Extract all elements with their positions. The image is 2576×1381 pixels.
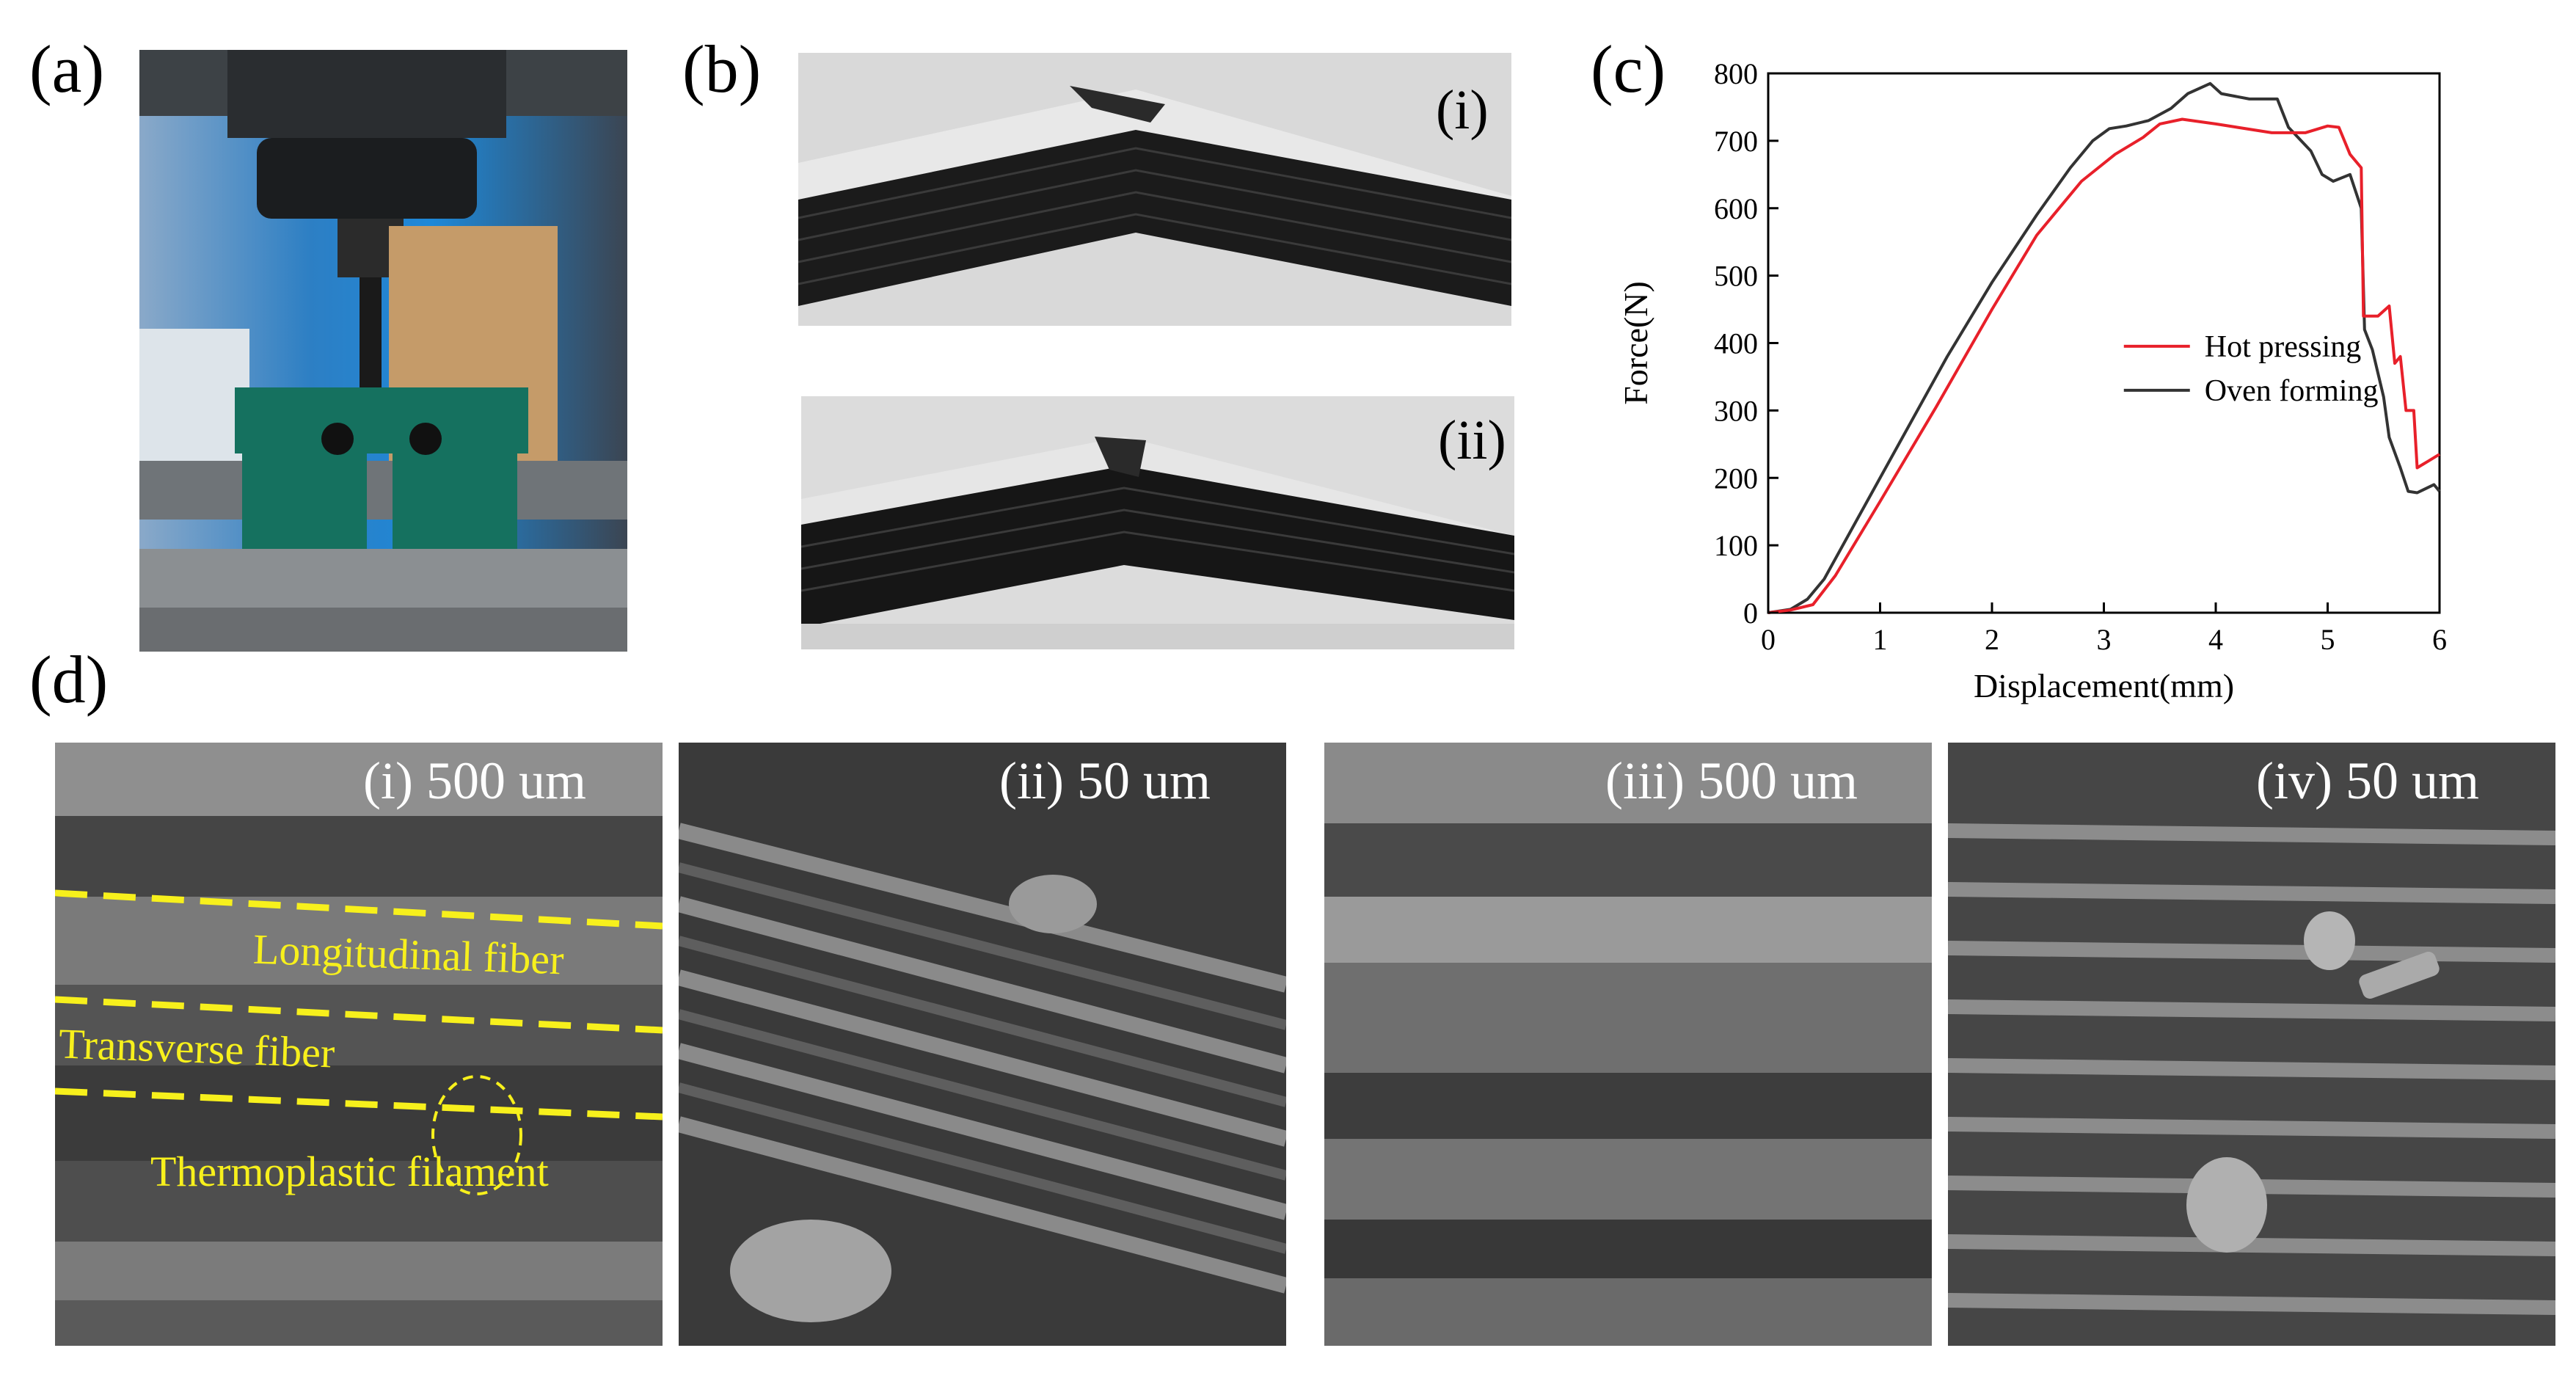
annotation-thermoplastic-filament: Thermoplastic filament (150, 1148, 549, 1195)
photo-label-b-i: (i) (1436, 79, 1489, 141)
x-tick-label: 4 (2208, 623, 2223, 656)
panel-label-d: (d) (29, 642, 109, 717)
y-tick-label: 400 (1714, 327, 1758, 360)
y-tick-label: 600 (1714, 192, 1758, 225)
y-tick-label: 800 (1714, 57, 1758, 90)
test-machine-photo (139, 50, 627, 652)
series-line-oven-forming (1767, 81, 2441, 614)
y-tick-label: 100 (1714, 529, 1758, 562)
legend-label: Hot pressing (2205, 330, 2362, 364)
sem-image-ii (679, 743, 1286, 1346)
laminate-photo-ii (801, 396, 1514, 649)
sem-image-iv (1948, 743, 2555, 1346)
annotation-transverse-fiber: Transverse fiber (57, 1019, 336, 1077)
y-tick-label: 300 (1714, 394, 1758, 427)
sem-caption-ii: (ii) 50 um (999, 751, 1211, 810)
annotation-longitudinal-fiber: Longitudinal fiber (252, 925, 565, 984)
y-tick-label: 500 (1714, 260, 1758, 293)
x-tick-label: 0 (1761, 623, 1776, 656)
x-tick-label: 3 (2097, 623, 2112, 656)
x-tick-label: 1 (1873, 623, 1888, 656)
sem-caption-iv: (iv) 50 um (2256, 751, 2479, 810)
panel-label-c: (c) (1591, 32, 1666, 106)
panel-label-b: (b) (682, 32, 762, 106)
y-tick-label: 200 (1714, 462, 1758, 495)
x-tick-label: 5 (2321, 623, 2335, 656)
y-tick-label: 0 (1743, 597, 1758, 630)
x-tick-label: 6 (2432, 623, 2447, 656)
panel-label-a: (a) (29, 32, 105, 106)
photo-label-b-ii: (ii) (1438, 409, 1506, 471)
force-displacement-chart: 0 1 2 3 4 5 6 0 100 200 300 400 500 600 700 800 Oven fo… (1617, 57, 2447, 704)
legend-label: Oven forming (2205, 374, 2379, 408)
y-axis-label: Force(N) (1617, 281, 1654, 405)
sem-image-i (55, 743, 663, 1346)
y-tick-label: 700 (1714, 125, 1758, 158)
x-axis-label: Displacement(mm) (1974, 667, 2234, 704)
series-line-hot-pressing (1767, 117, 2441, 614)
sem-caption-i: (i) 500 um (363, 751, 586, 810)
x-tick-label: 2 (1985, 623, 1999, 656)
sem-caption-iii: (iii) 500 um (1605, 751, 1858, 810)
laminate-photo-i (798, 53, 1511, 326)
sem-image-iii (1324, 743, 1932, 1346)
